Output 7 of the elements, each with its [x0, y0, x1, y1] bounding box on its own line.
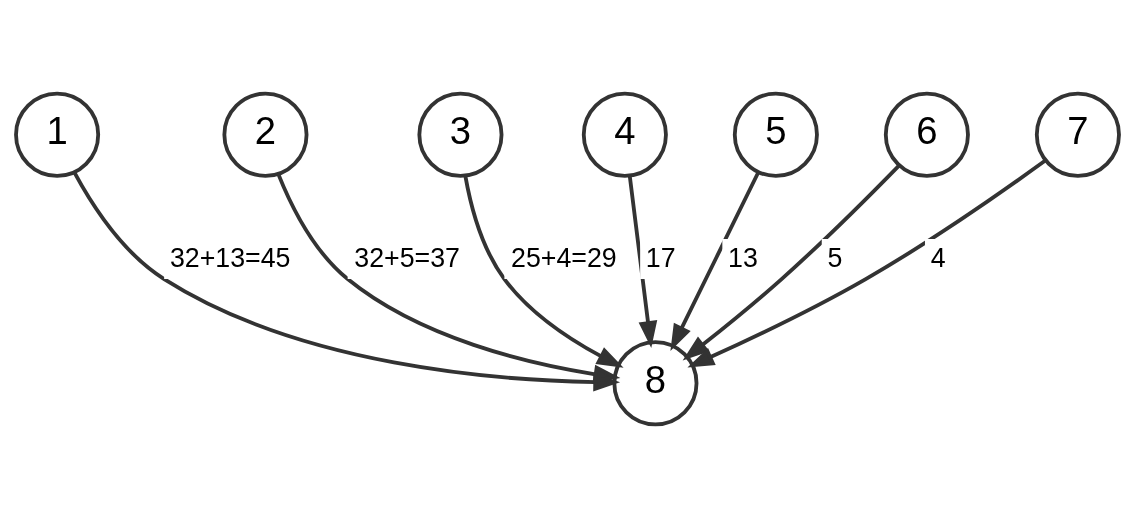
edge-label: 4 — [930, 243, 946, 274]
edge-label: 32+5=37 — [354, 243, 460, 274]
edge-label: 32+13=45 — [169, 243, 291, 274]
edge-label: 5 — [827, 243, 843, 274]
edge-label: 17 — [645, 243, 676, 274]
edge-label: 25+4=29 — [511, 243, 617, 274]
edge-label: 13 — [728, 243, 758, 274]
